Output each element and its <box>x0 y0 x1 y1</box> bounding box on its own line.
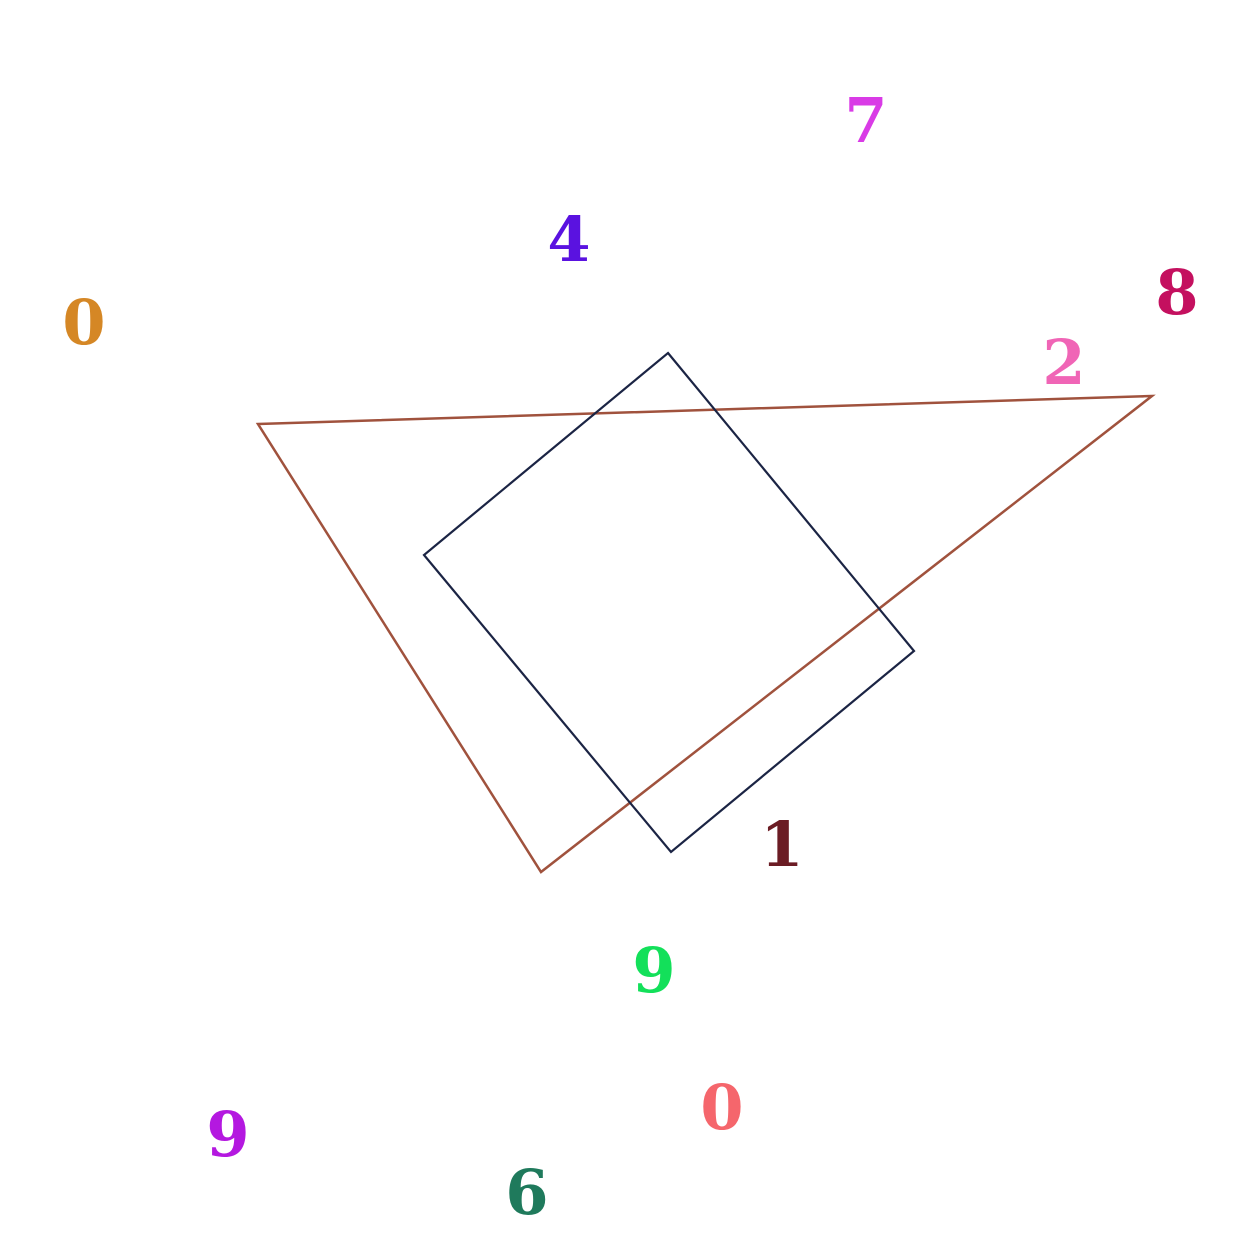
quadrilateral-outline <box>422 351 916 854</box>
digit-9-middle: 9 <box>632 934 675 1007</box>
digit-7: 7 <box>844 84 887 157</box>
digit-0-left: 0 <box>62 286 105 359</box>
digit-2: 2 <box>1042 326 1085 399</box>
digit-8: 8 <box>1155 256 1198 329</box>
digit-9-left: 9 <box>206 1098 249 1171</box>
digit-1: 1 <box>760 808 803 881</box>
triangle-outline <box>255 394 1156 874</box>
digit-0-bottom: 0 <box>700 1071 743 1144</box>
digit-6: 6 <box>505 1156 548 1229</box>
digit-4: 4 <box>547 203 590 276</box>
